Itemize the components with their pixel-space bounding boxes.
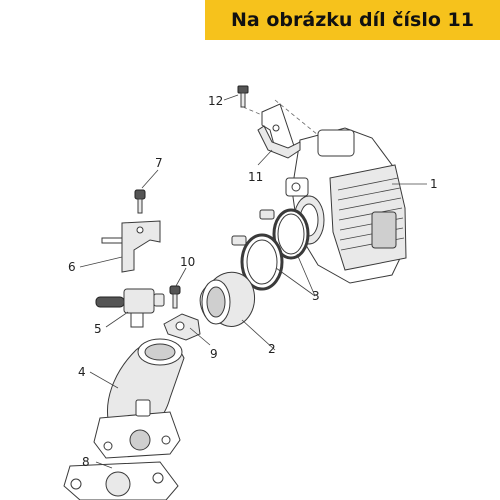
part-11-bracket[interactable] — [257, 103, 301, 159]
callout-1: 1 — [430, 177, 438, 191]
callout-5: 5 — [94, 322, 102, 336]
callout-2: 2 — [268, 342, 276, 356]
callout-12: 12 — [208, 94, 223, 108]
callout-3: 3 — [312, 289, 320, 303]
callout-11: 11 — [248, 170, 263, 184]
part-10-bolt[interactable] — [169, 285, 181, 309]
part-1-throttle-body[interactable] — [285, 127, 407, 284]
part-5-injector[interactable] — [95, 288, 165, 328]
part-3-clamp-upper[interactable] — [259, 208, 310, 260]
callout-6: 6 — [68, 260, 76, 274]
banner-text: Na obrázku díl číslo 11 — [231, 9, 474, 31]
part-6-injector-bracket[interactable] — [101, 220, 161, 273]
part-4-intake-elbow[interactable] — [93, 338, 185, 459]
callout-8: 8 — [82, 455, 90, 469]
callout-4: 4 — [78, 365, 86, 379]
part-12-screw[interactable] — [237, 85, 249, 108]
callout-9: 9 — [210, 347, 218, 361]
part-3-clamp-lower[interactable] — [231, 233, 284, 291]
callout-10: 10 — [180, 255, 195, 269]
title-banner: Na obrázku díl číslo 11 — [205, 0, 500, 40]
part-7-bolt[interactable] — [134, 189, 146, 214]
callout-7: 7 — [155, 156, 163, 170]
part-8-gasket[interactable] — [63, 461, 179, 500]
part-2-manifold-sleeve[interactable] — [199, 271, 256, 327]
part-9-clip[interactable] — [163, 313, 201, 341]
